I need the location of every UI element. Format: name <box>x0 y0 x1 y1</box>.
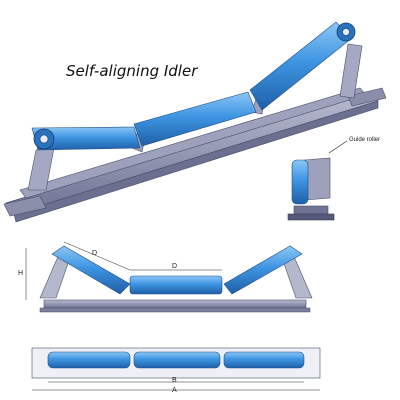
diagram-title: Self-aligning Idler <box>66 62 198 80</box>
dimension-label-h: H <box>18 270 24 277</box>
front-base-flange <box>39 307 311 313</box>
guide-base-plate <box>293 205 329 215</box>
isometric-view <box>3 21 387 223</box>
front-base-beam <box>43 299 307 309</box>
base-beam-web <box>13 100 379 223</box>
dimension-label-a: A <box>172 387 177 394</box>
guide-base-foot <box>287 213 335 221</box>
right-bracket <box>339 43 363 99</box>
bearing-hub-right <box>342 28 350 36</box>
center-roller <box>133 91 257 147</box>
guide-roller-callout: Guide roller <box>349 137 381 143</box>
front-center-roller <box>129 275 223 295</box>
dimension-label-d-center: D <box>172 263 178 270</box>
bearing-hub-left <box>39 134 49 144</box>
plan-view <box>31 347 321 391</box>
mount-plate-left <box>3 195 47 217</box>
mount-plate-right <box>347 87 387 107</box>
dim-line-d-top <box>63 241 131 271</box>
front-wing-roller-right <box>223 245 303 295</box>
dimension-label-d-wing: D <box>92 250 98 257</box>
plan-roller-left <box>47 351 131 369</box>
front-view <box>25 241 313 313</box>
callout-leader <box>328 140 348 154</box>
guide-roller <box>291 159 309 205</box>
plan-roller-right <box>223 351 305 369</box>
guide-roller-detail <box>287 140 348 221</box>
dimension-label-b: B <box>172 377 177 384</box>
plan-roller-center <box>133 351 221 369</box>
